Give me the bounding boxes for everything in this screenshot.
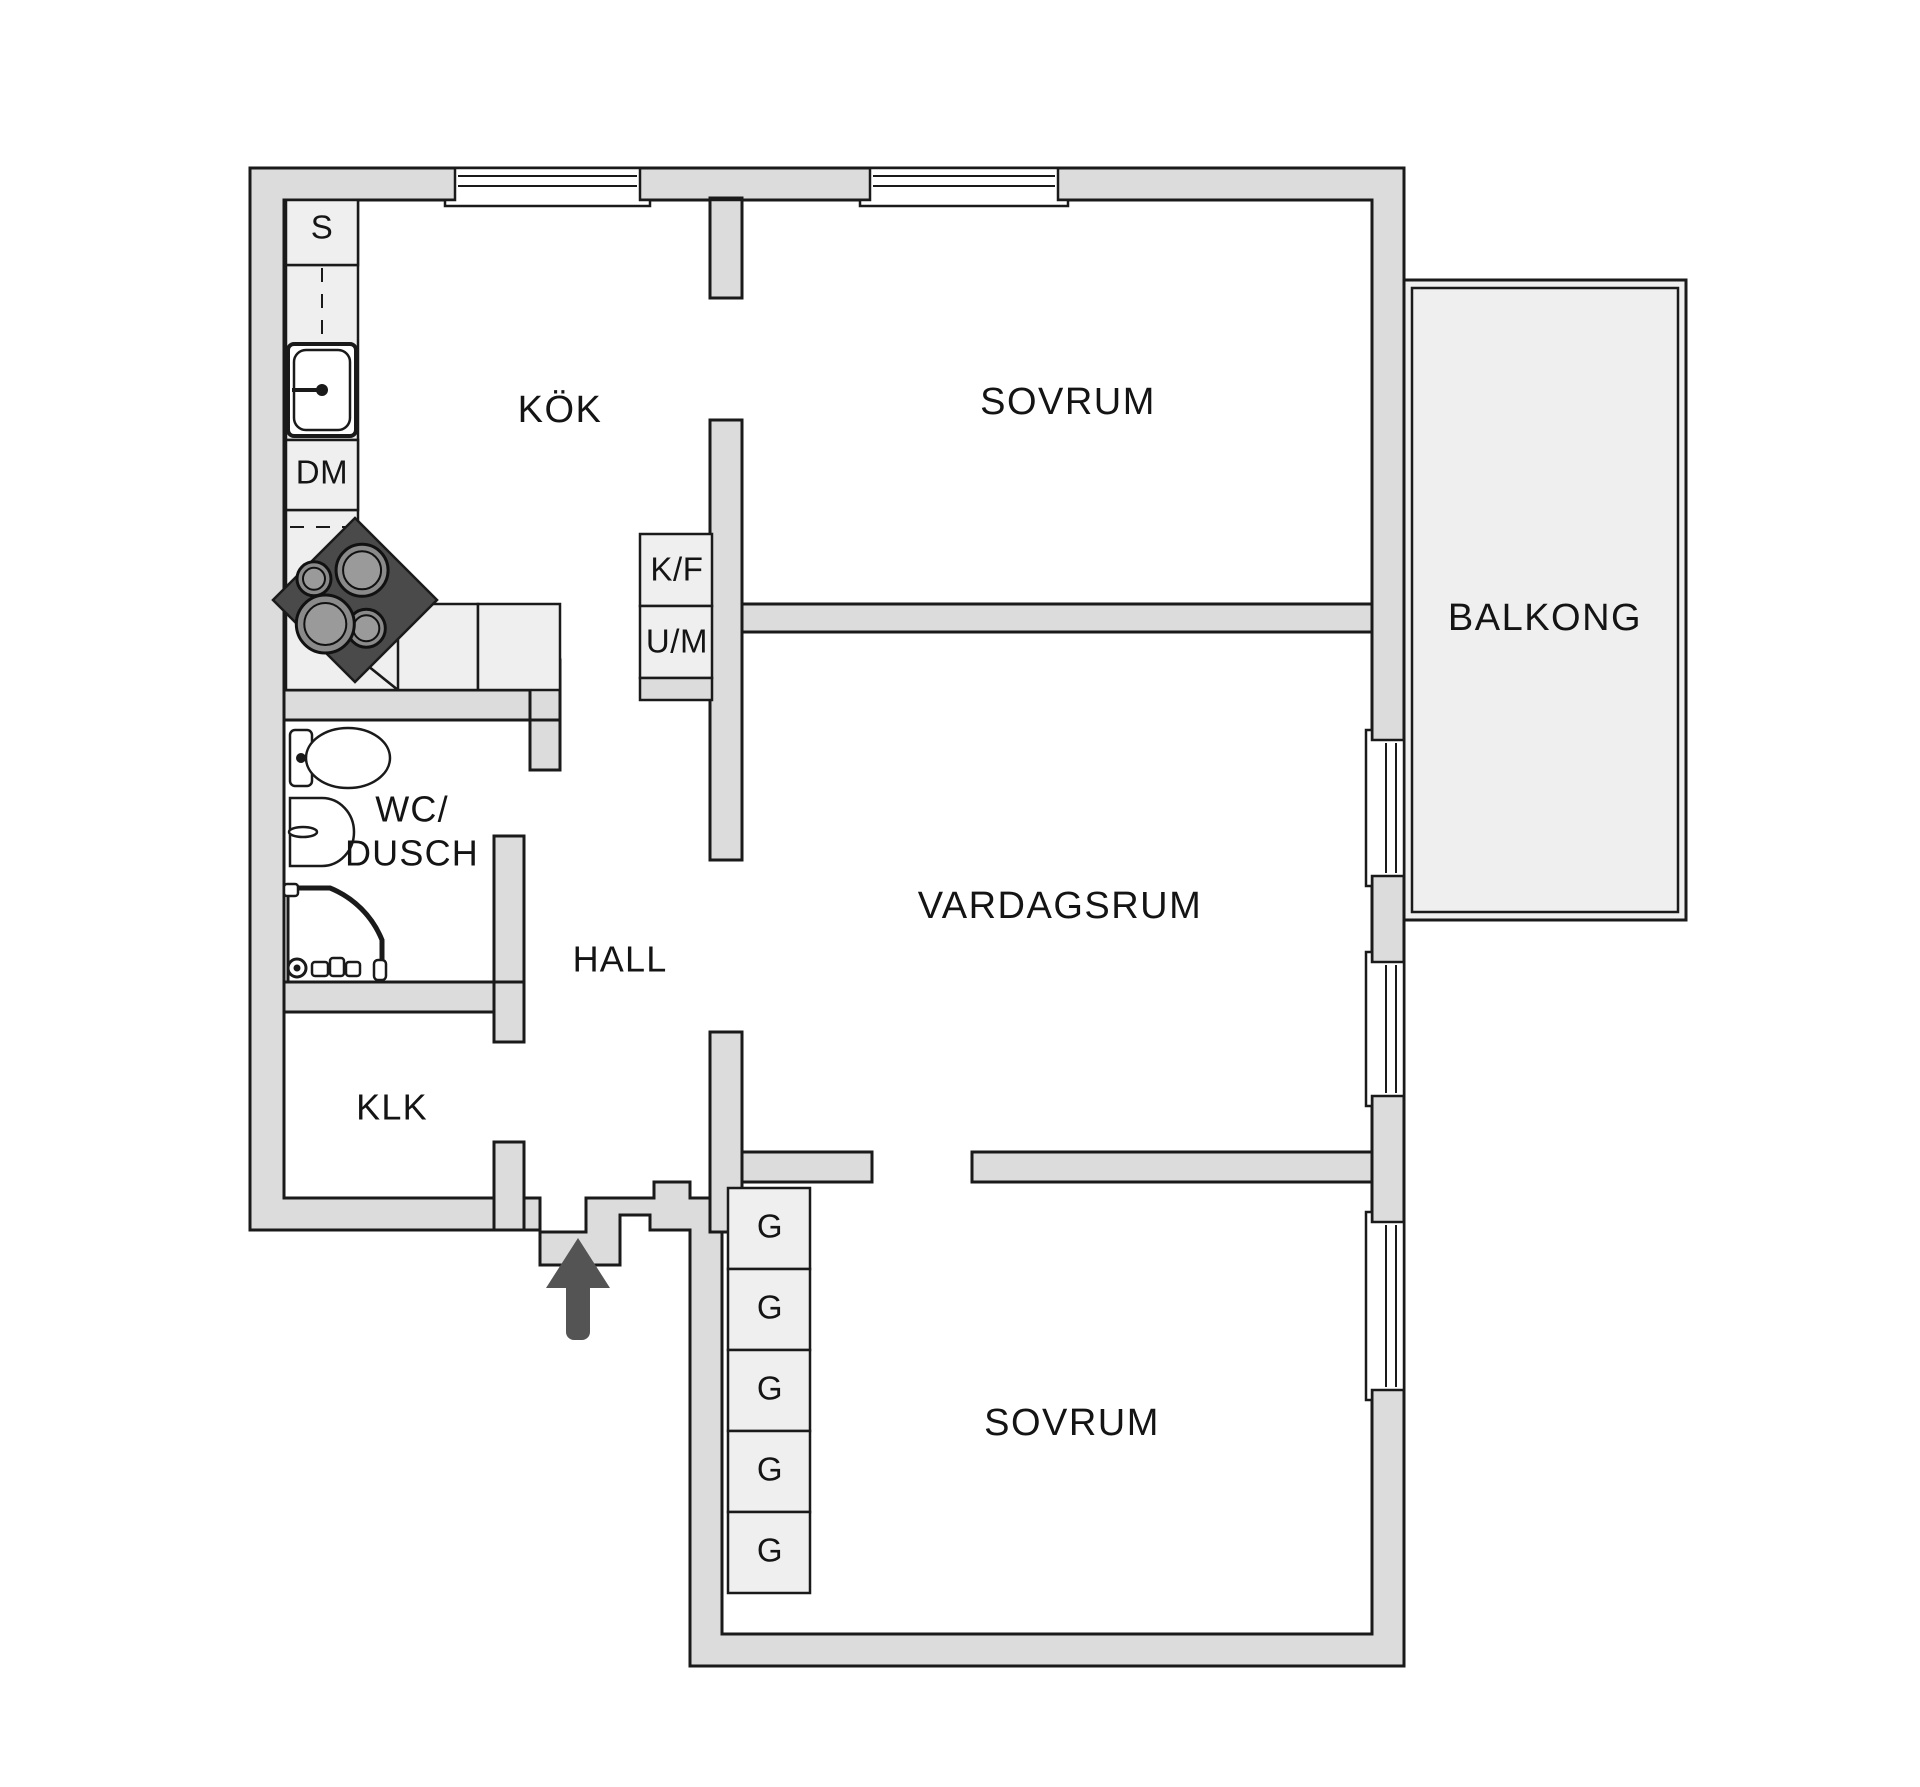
wardrobe-box-3 [726, 1348, 812, 1433]
fixture-box-kylfrys [638, 532, 714, 608]
stove-cooktop-icon [271, 516, 439, 684]
window-balcony-2-icon [1364, 950, 1406, 1108]
window-sovrum-top-icon [858, 166, 1070, 208]
entrance-direction-arrow-icon [546, 1238, 610, 1340]
toilet-icon [288, 726, 392, 790]
fixture-label-skafferi: S [311, 209, 334, 246]
wardrobe-boxes [726, 1186, 812, 1595]
window-balcony-1-icon [1364, 728, 1406, 888]
interior-walls [282, 196, 1374, 1234]
fixture-boxes [284, 198, 714, 702]
room-label-hall: HALL [573, 939, 668, 980]
room-label-wc-dusch-line2: DUSCH [345, 833, 479, 874]
wardrobe-box-5 [726, 1510, 812, 1595]
room-label-balkong: BALKONG [1448, 597, 1642, 639]
wash-basin-icon [287, 796, 356, 868]
wardrobe-label-1: G [757, 1208, 783, 1245]
corner-shower-icon [282, 882, 388, 984]
kitchen-sink-icon [286, 342, 358, 438]
balcony-area [1402, 278, 1688, 922]
fixture-box-ugnmikro [638, 604, 714, 680]
wardrobe-label-2: G [757, 1289, 783, 1326]
room-label-sovrum-bot: SOVRUM [984, 1402, 1160, 1444]
fixture-box-skafferi [284, 198, 360, 267]
wardrobe-label-3: G [757, 1370, 783, 1407]
room-label-klk: KLK [356, 1087, 428, 1128]
room-label-vardagsrum: VARDAGSRUM [918, 885, 1203, 927]
fixture-label-kylfrys: K/F [650, 551, 703, 588]
wardrobe-label-5: G [757, 1532, 783, 1569]
fixture-label-diskmaskin: DM [296, 454, 349, 491]
fixture-box-diskmaskin [284, 438, 360, 512]
wardrobe-label-4: G [757, 1451, 783, 1488]
window-balcony-3-icon [1364, 1210, 1406, 1402]
fixture-label-ugnmikro: U/M [646, 623, 708, 660]
exterior-walls [248, 166, 1406, 1668]
window-kok-icon [443, 166, 652, 208]
room-label-wc-dusch-line1: WC/ [375, 789, 449, 830]
wardrobe-box-2 [726, 1267, 812, 1352]
room-label-kok: KÖK [518, 389, 603, 431]
room-label-sovrum-top: SOVRUM [980, 381, 1156, 423]
